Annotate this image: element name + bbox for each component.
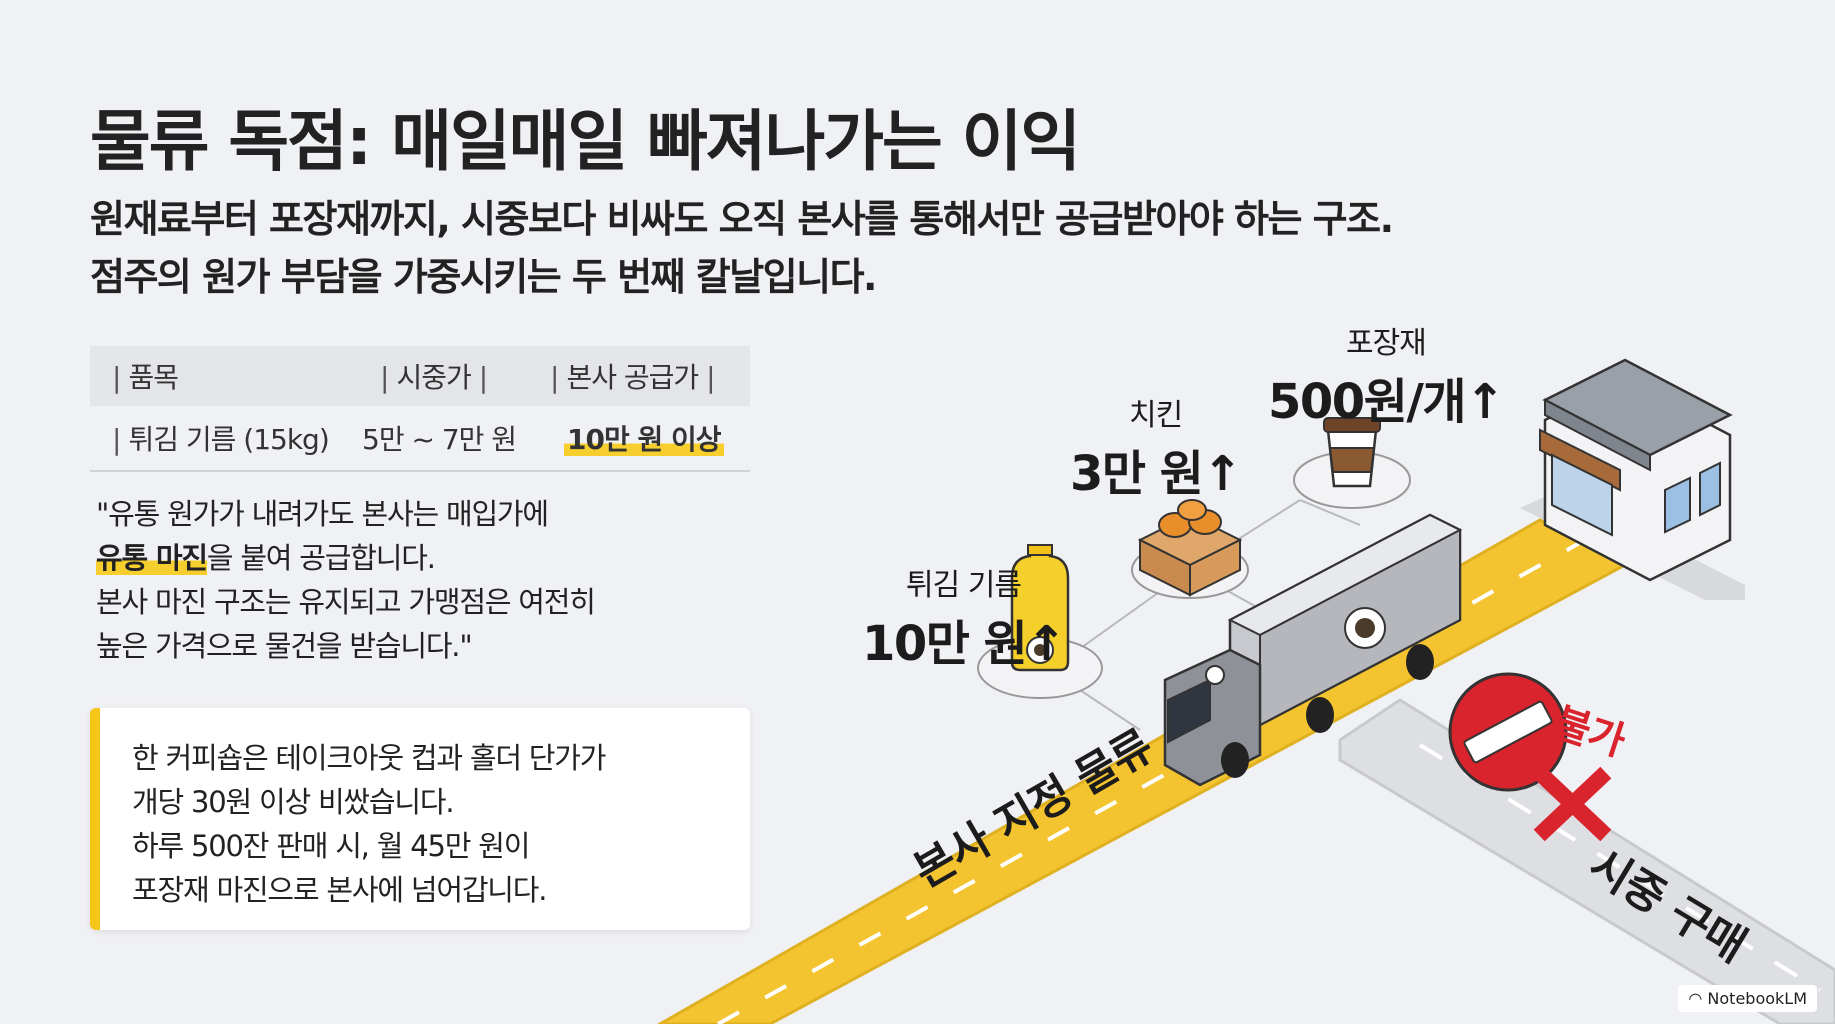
quote-block: "유통 원가가 내려가도 본사는 매입가에 유통 마진을 붙여 공급합니다. 본…	[96, 492, 716, 668]
subtitle-line-2: 점주의 원가 부담을 가중시키는 두 번째 칼날입니다.	[90, 255, 877, 299]
notebooklm-badge: ◠ NotebookLM	[1678, 985, 1817, 1012]
chicken-box-icon	[1131, 499, 1249, 599]
example-card: 한 커피숍은 테이크아웃 컵과 홀더 단가가 개당 30원 이상 비쌌습니다. …	[90, 708, 750, 930]
page-title: 물류 독점: 매일매일 빠져나가는 이익	[90, 103, 1081, 180]
oil-bottle-icon	[977, 544, 1103, 699]
coffee-cup-icon	[1293, 417, 1411, 509]
chicken-price-label: 치킨 3만 원↑	[1070, 398, 1243, 502]
header-item: |품목	[112, 361, 179, 394]
x-mark-icon	[1533, 766, 1612, 842]
cell-hq: 10만 원 이상	[564, 418, 724, 458]
card-line-2: 개당 30원 이상 비쌌습니다.	[132, 785, 455, 819]
card-line-3: 하루 500잔 판매 시, 월 45만 원이	[132, 829, 530, 863]
page-subtitle: 원재료부터 포장재까지, 시중보다 비싸도 오직 본사를 통해서만 공급받아야 …	[90, 190, 1590, 306]
side-road	[1338, 698, 1835, 1024]
header-hq: |본사 공급가|	[550, 361, 716, 394]
card-line-4: 포장재 마진으로 본사에 넘어갑니다.	[132, 873, 547, 907]
packaging-price-label: 포장재 500원/개↑	[1268, 326, 1505, 430]
card-line-1: 한 커피숍은 테이크아웃 컵과 홀더 단가가	[132, 741, 606, 775]
quote-line-2: 유통 마진을 붙여 공급합니다.	[96, 541, 436, 575]
quote-highlight: 유통 마진	[96, 541, 208, 575]
cell-market: 5만 ~ 7만 원	[362, 423, 517, 456]
table-header: |품목 |시중가| |본사 공급가|	[90, 346, 750, 406]
store-building-icon	[1539, 358, 1733, 582]
quote-line-3: 본사 마진 구조는 유지되고 가맹점은 여전히	[96, 585, 596, 619]
price-comparison-table: |품목 |시중가| |본사 공급가| |튀김 기름 (15kg) 5만 ~ 7만…	[90, 346, 750, 472]
table-row: |튀김 기름 (15kg) 5만 ~ 7만 원 10만 원 이상	[90, 406, 750, 472]
no-entry-icon	[1448, 672, 1568, 792]
cell-item: |튀김 기름 (15kg)	[112, 423, 330, 456]
subtitle-line-1: 원재료부터 포장재까지, 시중보다 비싸도 오직 본사를 통해서만 공급받아야 …	[90, 197, 1394, 241]
quote-line-4: 높은 가격으로 물건을 받습니다."	[96, 629, 473, 663]
header-market: |시중가|	[380, 361, 488, 394]
oil-price-label: 튀김 기름 10만 원↑	[862, 568, 1067, 672]
delivery-truck-icon	[1163, 513, 1463, 787]
quote-line-1: "유통 원가가 내려가도 본사는 매입가에	[96, 497, 549, 531]
